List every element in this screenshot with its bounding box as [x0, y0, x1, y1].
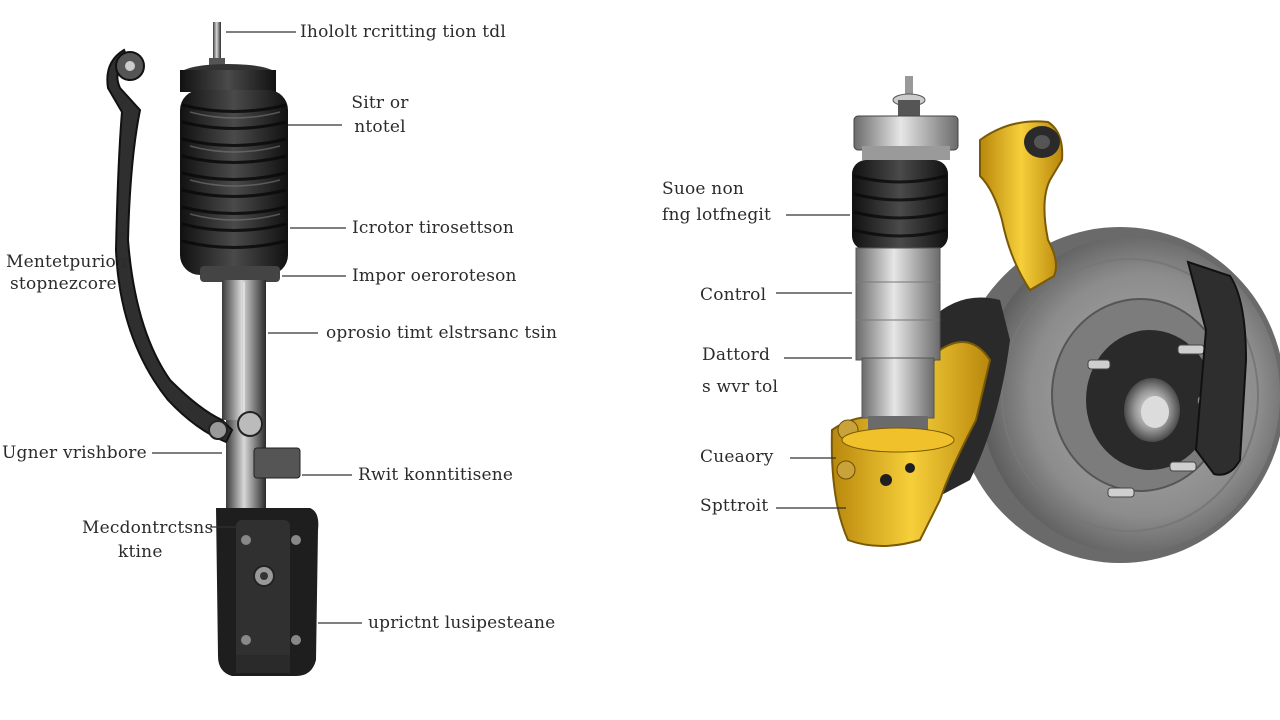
bellows-boot	[180, 90, 288, 275]
label-boot-line-1: Sitr or	[351, 93, 409, 113]
right-corner-assembly	[830, 76, 1280, 563]
label-right-mid-line-2: s wvr tol	[702, 377, 779, 397]
label-right-mid-line-1: Dattord	[702, 345, 771, 365]
label-bracket: Rwit konntitisene	[358, 465, 514, 485]
brake-caliper	[1186, 260, 1248, 476]
label-spttroit: Spttroit	[700, 496, 769, 516]
sway-link-arm	[106, 48, 234, 444]
label-top-rod: Ihololt rcritting tion tdl	[300, 22, 506, 42]
label-upper: Ugner vrishbore	[2, 443, 147, 463]
strut-top-stud	[905, 76, 913, 98]
label-arm-line-2: stopnezcore	[10, 274, 117, 294]
upper-control-arm	[979, 120, 1064, 292]
bump-stop	[200, 266, 280, 282]
label-cuesory: Cueaory	[700, 447, 774, 467]
brake-rotor	[955, 227, 1280, 563]
label-right-top-line-2: fng lotfnegit	[662, 205, 772, 225]
top-threaded-rod	[213, 22, 221, 70]
label-control: Control	[700, 285, 767, 305]
label-right-top-line-1: Suoe non	[662, 179, 745, 199]
label-mount-line-1: Mecdontrctsns	[82, 518, 214, 538]
right-damper-cylinder	[855, 247, 941, 361]
label-shaft: oprosio timt elstrsanc tsin	[326, 323, 558, 343]
right-leader-lines	[776, 214, 852, 509]
label-boot-line-2: ntotel	[354, 117, 406, 137]
right-bellows-boot	[852, 160, 948, 250]
label-bottom: uprictnt lusipesteane	[368, 613, 556, 633]
left-leader-lines	[152, 31, 362, 624]
label-mount-line-2: ktine	[118, 542, 163, 562]
label-bump-stop: Impor oeroroteson	[352, 266, 517, 286]
left-strut-assembly	[106, 22, 319, 676]
side-bracket	[253, 447, 301, 479]
label-bellows-lower: Icrotor tirosettson	[352, 218, 514, 238]
top-mount-plate	[853, 115, 959, 151]
label-arm-line-1: Mentetpurion	[6, 252, 128, 272]
